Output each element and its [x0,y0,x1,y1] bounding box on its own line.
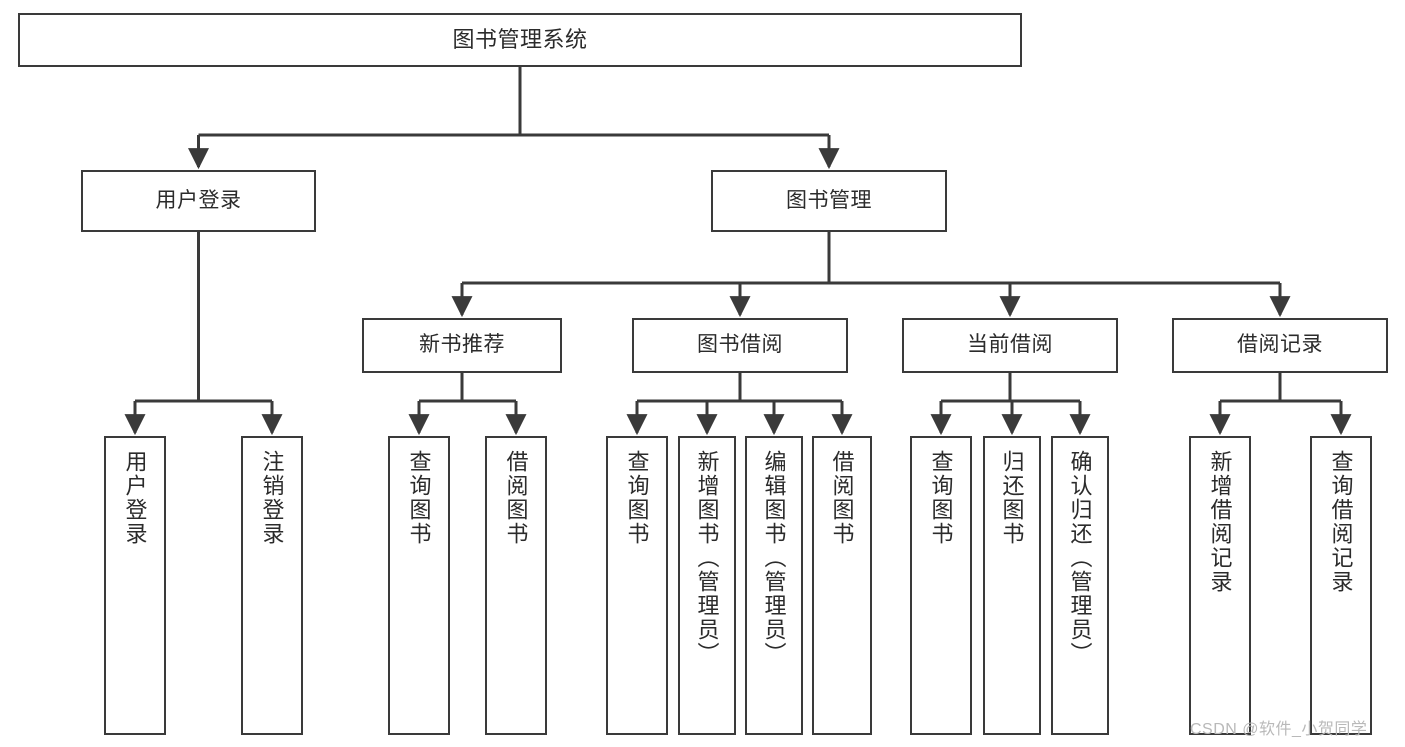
node-label: 用户登录 [155,188,242,212]
node-leaf-edit-book[interactable]: 编辑图书（管理员） [745,436,803,735]
node-label: 新增图书（管理员） [694,450,720,666]
node-label: 查询借阅记录 [1328,450,1354,594]
node-label: 借阅图书 [829,450,855,546]
node-leaf-borrow-book-1[interactable]: 借阅图书 [485,436,547,735]
node-label: 借阅记录 [1237,333,1323,357]
node-user-login[interactable]: 用户登录 [81,170,316,232]
node-leaf-query-book-3[interactable]: 查询图书 [910,436,972,735]
node-current-borrow[interactable]: 当前借阅 [902,318,1118,373]
node-label: 查询图书 [928,450,954,546]
node-label: 图书管理 [786,188,872,212]
node-label: 图书借阅 [697,333,783,357]
node-label: 图书管理系统 [452,27,588,53]
node-leaf-query-book-2[interactable]: 查询图书 [606,436,668,735]
node-label: 归还图书 [999,450,1025,546]
node-leaf-user-logout[interactable]: 注销登录 [241,436,303,735]
node-borrow-record[interactable]: 借阅记录 [1172,318,1388,373]
node-leaf-user-login[interactable]: 用户登录 [104,436,166,735]
node-leaf-return-book[interactable]: 归还图书 [983,436,1041,735]
node-book-manage[interactable]: 图书管理 [711,170,947,232]
node-leaf-confirm-return[interactable]: 确认归还（管理员） [1051,436,1109,735]
node-label: 查询图书 [406,450,432,546]
node-leaf-query-record[interactable]: 查询借阅记录 [1310,436,1372,735]
node-label: 借阅图书 [503,450,529,546]
node-label: 确认归还（管理员） [1067,450,1093,666]
node-label: 用户登录 [122,450,148,546]
node-leaf-add-book[interactable]: 新增图书（管理员） [678,436,736,735]
node-new-book-rec[interactable]: 新书推荐 [362,318,562,373]
watermark: CSDN @软件_小贺同学 [1190,721,1368,738]
node-label: 注销登录 [259,450,285,546]
node-leaf-borrow-book-2[interactable]: 借阅图书 [812,436,872,735]
node-label: 查询图书 [624,450,650,546]
node-book-borrow[interactable]: 图书借阅 [632,318,848,373]
node-root[interactable]: 图书管理系统 [18,13,1022,67]
node-label: 编辑图书（管理员） [761,450,787,666]
node-leaf-query-book-1[interactable]: 查询图书 [388,436,450,735]
node-leaf-add-record[interactable]: 新增借阅记录 [1189,436,1251,735]
node-label: 新增借阅记录 [1207,450,1233,594]
node-label: 当前借阅 [967,333,1053,357]
node-label: 新书推荐 [419,333,505,357]
